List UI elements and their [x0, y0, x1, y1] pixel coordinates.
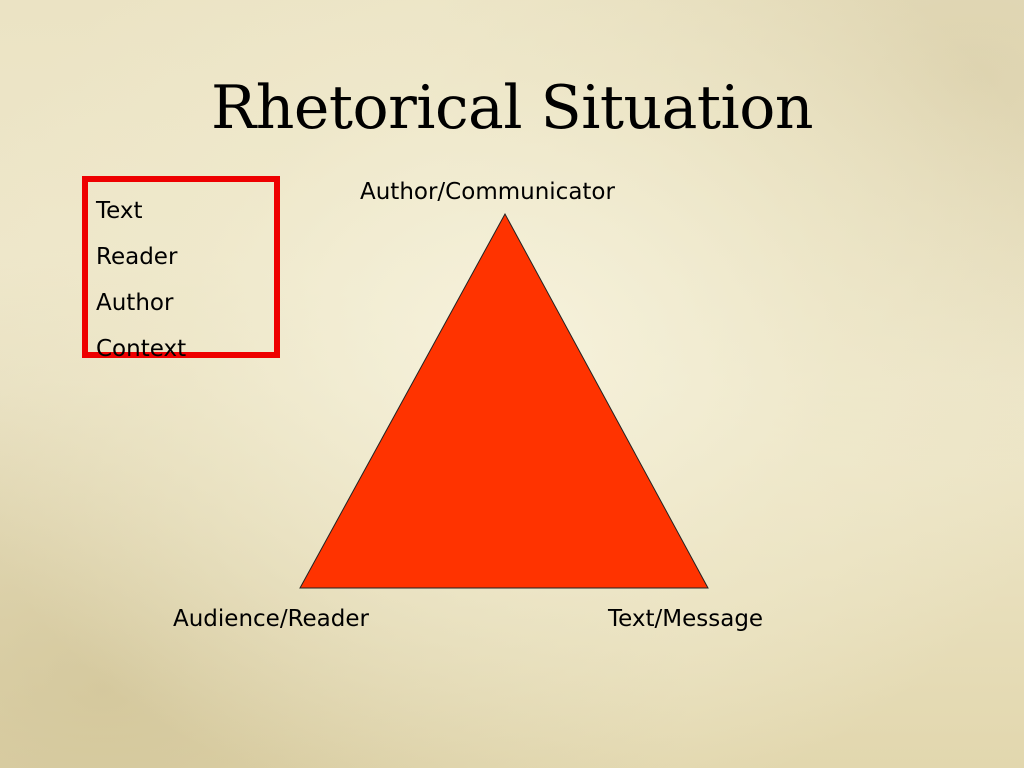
term-list-box: Text Reader Author Context	[82, 176, 280, 362]
term-item-author: Author	[96, 290, 174, 316]
vertex-label-audience: Audience/Reader	[173, 606, 369, 632]
vertex-label-text: Text/Message	[608, 606, 764, 632]
rhetorical-triangle	[299, 212, 709, 589]
slide-title: Rhetorical Situation	[211, 73, 813, 143]
vertex-label-author: Author/Communicator	[360, 179, 615, 205]
term-item-text: Text	[96, 198, 143, 224]
term-item-reader: Reader	[96, 244, 178, 270]
term-list: Text Reader Author Context	[96, 188, 186, 372]
term-item-context: Context	[96, 336, 187, 362]
